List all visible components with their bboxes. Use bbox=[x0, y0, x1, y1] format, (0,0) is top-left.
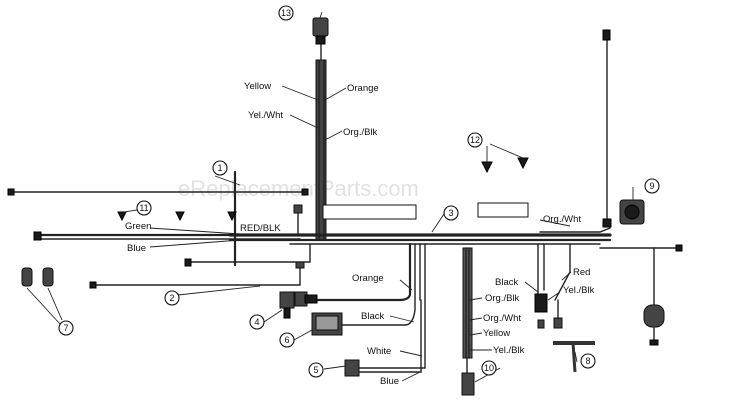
label-orange-top: Orange bbox=[347, 83, 379, 94]
label-yellow-low: Yellow bbox=[483, 328, 510, 339]
label-org-blk-top: Org./Blk bbox=[343, 127, 378, 138]
component-8 bbox=[619, 199, 645, 225]
wire-1 bbox=[7, 188, 309, 196]
label-org-blk-low: Org./Blk bbox=[485, 293, 520, 304]
mounting-plate-left bbox=[322, 204, 417, 220]
wire-right-black bbox=[534, 243, 548, 329]
leader-lines bbox=[123, 11, 634, 383]
label-blue-bottom: Blue bbox=[380, 376, 399, 387]
callout-2: 2 bbox=[164, 290, 180, 306]
label-green: Green bbox=[125, 221, 151, 232]
wire-labels: Yellow Orange Yel./Wht Org./Blk Green Bl… bbox=[125, 81, 595, 387]
callout-9: 9 bbox=[644, 178, 660, 194]
svg-text:8: 8 bbox=[585, 356, 590, 366]
callout-7: 7 bbox=[58, 320, 74, 336]
svg-text:10: 10 bbox=[484, 363, 494, 373]
component-7-bulbs bbox=[21, 267, 63, 325]
svg-text:12: 12 bbox=[470, 135, 480, 145]
callout-11: 11 bbox=[136, 200, 152, 216]
label-yellow-top: Yellow bbox=[244, 81, 271, 92]
label-org-wht-low: Org./Wht bbox=[483, 313, 521, 324]
component-4 bbox=[279, 291, 295, 319]
label-orange-mid: Orange bbox=[352, 273, 384, 284]
wire-2 bbox=[89, 261, 305, 289]
callout-3: 3 bbox=[443, 205, 459, 221]
fasteners-12 bbox=[481, 143, 529, 174]
svg-text:7: 7 bbox=[63, 323, 68, 333]
label-red-blk: RED/BLK bbox=[240, 223, 281, 234]
wire-right-lamp bbox=[599, 244, 683, 346]
mounting-plate-right bbox=[477, 202, 529, 218]
label-org-wht: Org./Wht bbox=[543, 214, 581, 225]
callout-1: 1 bbox=[212, 160, 228, 176]
svg-text:9: 9 bbox=[649, 181, 654, 191]
watermark-text: eReplacementParts.com bbox=[178, 176, 419, 201]
svg-text:11: 11 bbox=[139, 203, 148, 213]
label-yel-blk-right: Yel./Blk bbox=[563, 285, 595, 296]
callout-4: 4 bbox=[249, 314, 265, 330]
svg-text:5: 5 bbox=[313, 365, 318, 375]
label-white: White bbox=[367, 346, 391, 357]
callout-12: 12 bbox=[467, 132, 483, 148]
connector-13 bbox=[312, 17, 329, 45]
fasteners-11 bbox=[117, 211, 237, 222]
callout-10: 10 bbox=[481, 360, 497, 376]
callout-5: 5 bbox=[308, 362, 324, 378]
wire-red-yel-blk bbox=[553, 243, 571, 329]
wire-org-wht bbox=[539, 29, 612, 233]
callout-13: 13 bbox=[278, 5, 294, 21]
wire-green-blue bbox=[33, 231, 322, 241]
label-blue-left: Blue bbox=[127, 243, 146, 254]
svg-text:4: 4 bbox=[254, 317, 259, 327]
label-black-right: Black bbox=[495, 277, 518, 288]
callout-8: 8 bbox=[580, 353, 596, 369]
svg-text:1: 1 bbox=[217, 163, 222, 173]
component-6 bbox=[311, 312, 343, 336]
svg-text:2: 2 bbox=[169, 293, 174, 303]
label-yel-blk-low: Yel./Blk bbox=[493, 345, 525, 356]
component-9 bbox=[553, 341, 595, 373]
label-black-mid: Black bbox=[361, 311, 384, 322]
svg-text:3: 3 bbox=[448, 208, 453, 218]
wire-red-blk bbox=[293, 204, 303, 236]
label-red: Red bbox=[573, 267, 590, 278]
wire-white-blue bbox=[344, 243, 426, 377]
label-yel-wht-top: Yel./Wht bbox=[248, 110, 283, 121]
wire-mid-left bbox=[184, 243, 311, 267]
harness-right-vertical bbox=[461, 247, 475, 396]
svg-text:13: 13 bbox=[281, 8, 291, 18]
svg-text:6: 6 bbox=[284, 335, 289, 345]
callout-6: 6 bbox=[279, 332, 295, 348]
